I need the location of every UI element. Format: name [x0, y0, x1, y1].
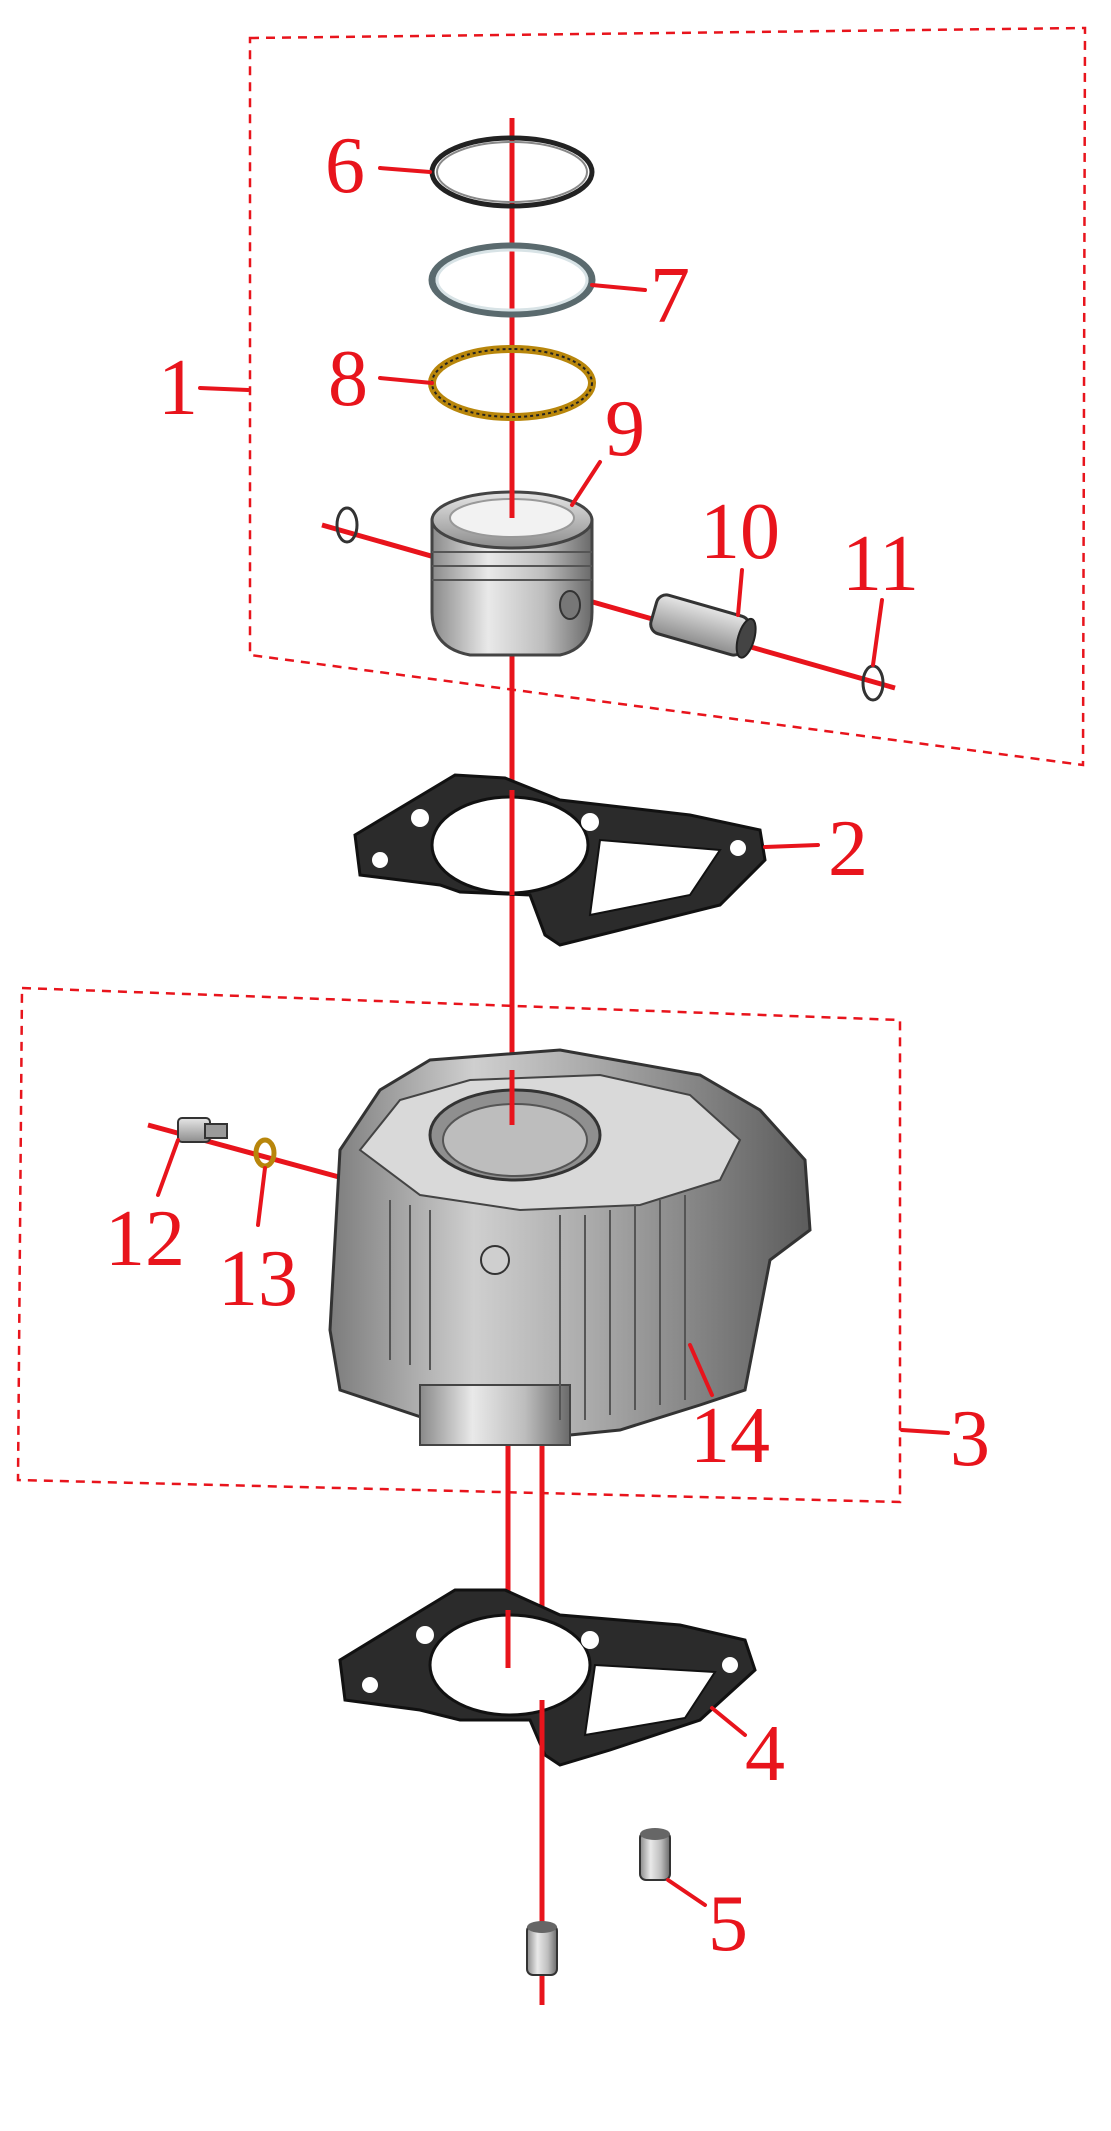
leader-1 — [198, 386, 250, 392]
leader-lines — [156, 166, 950, 1907]
base-gasket — [338, 1588, 757, 1767]
leader-2 — [763, 843, 820, 849]
leader-4 — [710, 1706, 747, 1737]
upper-gasket — [353, 773, 767, 947]
callout-5: 5 — [708, 1880, 748, 1968]
leader-3 — [900, 1428, 950, 1435]
axis-piston-pin — [321, 522, 896, 691]
piston — [430, 490, 594, 657]
piston-pin — [649, 593, 757, 659]
leader-13 — [256, 1166, 267, 1227]
callout-6: 6 — [325, 122, 365, 210]
callout-13: 13 — [218, 1235, 298, 1323]
leader-7 — [590, 283, 647, 292]
leader-6 — [378, 166, 432, 174]
callout-labels: 1 2 3 4 5 6 7 8 9 10 11 12 13 14 — [105, 122, 990, 1968]
circlip-left — [335, 506, 359, 544]
callout-2: 2 — [828, 805, 868, 893]
callout-4: 4 — [745, 1710, 785, 1798]
group-box-cylinder-assembly — [16, 986, 902, 1504]
callout-14: 14 — [690, 1392, 770, 1480]
leader-14 — [688, 1343, 714, 1397]
callout-11: 11 — [842, 520, 919, 608]
leader-5 — [666, 1878, 707, 1907]
callout-12: 12 — [105, 1195, 185, 1283]
leader-9 — [570, 460, 602, 507]
callout-8: 8 — [328, 335, 368, 423]
second-ring — [428, 242, 596, 318]
callout-3: 3 — [950, 1395, 990, 1483]
callout-10: 10 — [700, 488, 780, 576]
cylinder-block — [328, 1048, 812, 1446]
callout-1: 1 — [158, 344, 198, 432]
leader-11 — [871, 598, 884, 667]
drain-bolt — [177, 1117, 228, 1143]
leader-8 — [378, 376, 434, 385]
dowel-pin-left — [526, 1921, 558, 1976]
group-box-piston-assembly — [248, 26, 1087, 767]
leader-12 — [156, 1138, 180, 1197]
leader-10 — [736, 568, 744, 617]
callout-7: 7 — [650, 252, 690, 340]
dowel-pin-right — [639, 1828, 671, 1881]
callout-9: 9 — [605, 385, 645, 473]
